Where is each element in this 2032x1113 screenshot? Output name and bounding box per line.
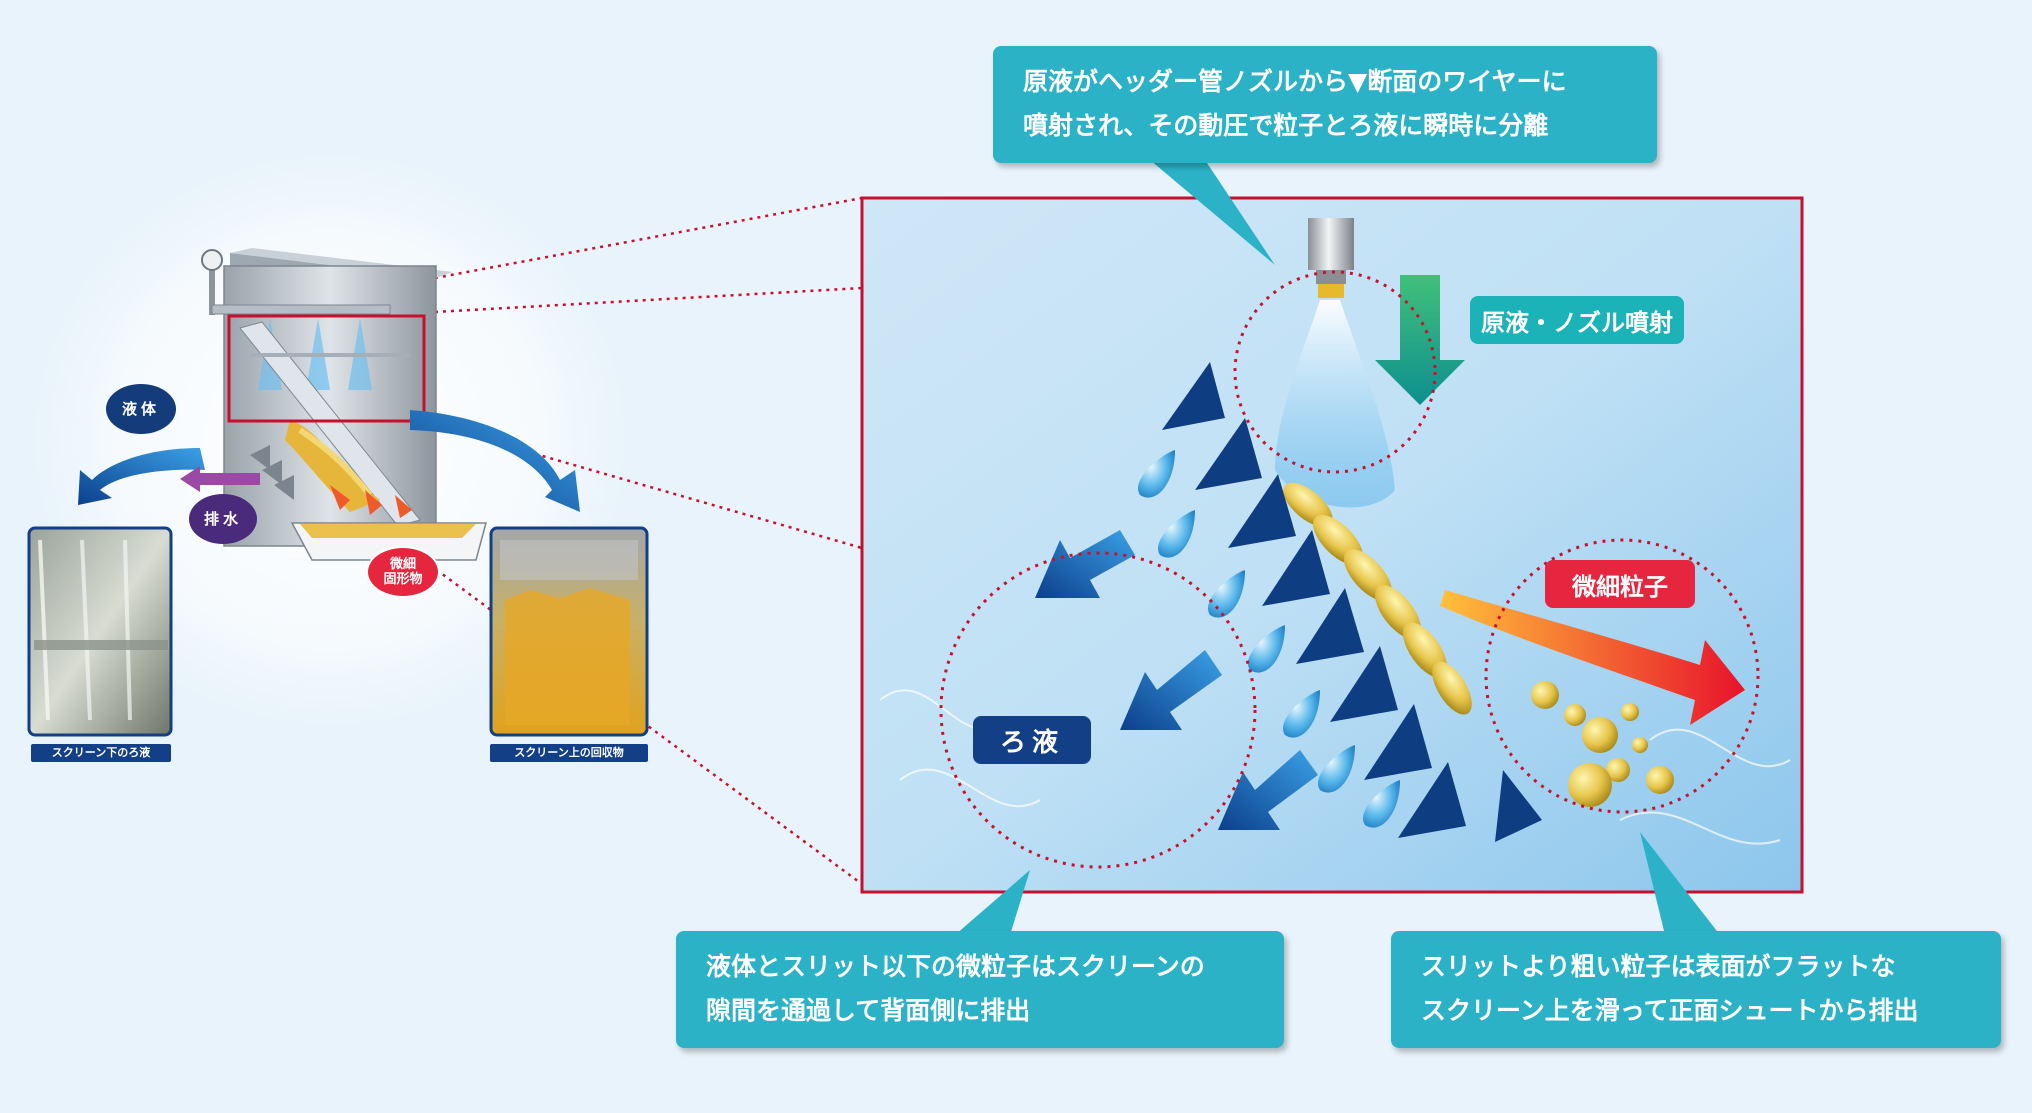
callout-filtrate-explanation: 液体とスリット以下の微粒子はスクリーンの 隙間を通過して背面側に排出 <box>676 931 1284 1048</box>
liquid-arrow <box>78 448 205 505</box>
wedge-wires <box>1162 362 1542 842</box>
spray-cone <box>1275 300 1395 508</box>
callout-right-line-1: スリットより粗い粒子は表面がフラットな <box>1421 952 1896 981</box>
nozzle <box>1308 218 1354 298</box>
caption-above-screen: スクリーン上の回収物 <box>490 744 648 762</box>
callout-top-line-2: 噴射され、その動圧で粒子とろ液に瞬時に分離 <box>1023 111 1549 140</box>
focus-circles <box>939 270 1760 869</box>
photo-below-screen <box>27 526 173 737</box>
drain-arrow <box>180 466 260 492</box>
feed-arrow <box>1375 275 1465 405</box>
callout-nozzle-explanation: 原液がヘッダー管ノズルから▼断面のワイヤーに 噴射され、その動圧で粒子とろ液に瞬… <box>993 46 1657 163</box>
caption-below-screen: スクリーン下のろ液 <box>31 744 171 762</box>
solids-arrow <box>410 410 580 512</box>
callout-top-tail <box>1150 160 1275 265</box>
label-liquid: 液体 <box>106 384 176 434</box>
label-fine-solids: 微細 固形物 <box>366 546 440 598</box>
callout-right-tail <box>1640 832 1720 935</box>
tag-filtrate: ろ液 <box>973 716 1091 764</box>
fine-particles <box>1531 681 1674 807</box>
callout-top-line-1: 原液がヘッダー管ノズルから▼断面のワイヤーに <box>1023 67 1567 96</box>
callout-left-line-1: 液体とスリット以下の微粒子はスクリーンの <box>706 952 1205 981</box>
callout-coarse-explanation: スリットより粗い粒子は表面がフラットな スクリーン上を滑って正面シュートから排出 <box>1391 931 2001 1048</box>
tag-fine-particles: 微細粒子 <box>1545 560 1695 608</box>
filtrate-arrows <box>1035 530 1318 830</box>
label-drain: 排水 <box>189 494 257 544</box>
gold-stream <box>1283 482 1472 715</box>
callout-right-line-2: スクリーン上を滑って正面シュートから排出 <box>1421 996 1919 1025</box>
separator-device <box>201 248 487 561</box>
tag-nozzle-spray: 原液・ノズル噴射 <box>1470 296 1684 344</box>
callout-left-tail <box>955 870 1030 935</box>
callout-left-line-2: 隙間を通過して背面側に排出 <box>706 996 1031 1025</box>
coarse-particle-arrow <box>1440 590 1745 725</box>
photo-above-screen <box>489 526 649 737</box>
